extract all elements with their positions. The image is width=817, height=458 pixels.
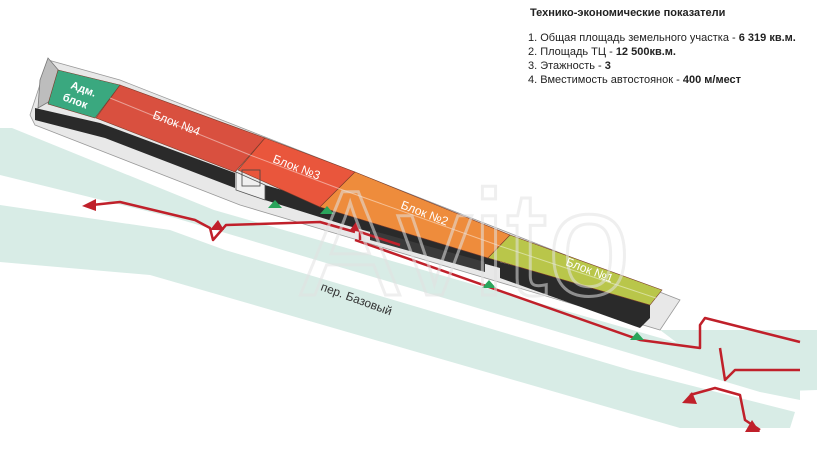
road-strip-upper — [0, 128, 800, 400]
indicator-row: 2. Площадь ТЦ - 12 500кв.м. — [528, 45, 813, 59]
arrow-lower-icon — [682, 392, 697, 404]
roof-ridge — [109, 97, 657, 299]
arrow-left-icon — [82, 199, 96, 211]
indicator-label: 2. Площадь ТЦ - — [528, 46, 616, 58]
block1-roof — [487, 234, 663, 306]
entrance-markers — [268, 200, 644, 340]
facade-right — [500, 262, 650, 328]
indicator-row: 3. Этажность - 3 — [528, 59, 813, 73]
roof-blocks — [47, 69, 663, 306]
adm-block-roof — [47, 69, 121, 119]
facade-mid2 — [370, 230, 485, 272]
indicator-value: 6 319 кв.м. — [738, 32, 796, 44]
route-left — [91, 200, 356, 242]
route-arrows — [82, 199, 760, 432]
route-right — [718, 347, 800, 382]
entrance-marker-2 — [320, 206, 334, 214]
indicator-label: 1. Общая площадь земельного участка - — [528, 32, 739, 44]
atrium-grid — [241, 169, 261, 187]
arrow-top-icon — [210, 220, 224, 230]
watermark: Avito — [300, 159, 631, 327]
entrance-marker-3 — [482, 280, 496, 288]
indicator-label: 4. Вместимость автостоянок - — [528, 74, 683, 86]
indicator-row: 1. Общая площадь земельного участка - 6 … — [528, 31, 813, 45]
indicator-row: 4. Вместимость автостоянок - 400 м/мест — [528, 73, 813, 87]
entrance-marker-1 — [268, 200, 282, 208]
indicators-title: Технико-экономические показатели — [530, 7, 726, 19]
facade-left — [35, 108, 235, 188]
route-bottom — [689, 386, 761, 432]
arrow-mid-icon — [350, 222, 360, 232]
arrow-bottom-icon — [745, 420, 760, 432]
indicator-value: 12 500кв.м. — [615, 46, 676, 58]
indicator-value: 3 — [604, 60, 611, 72]
road-strip-lower — [0, 205, 795, 428]
indicator-label: 3. Этажность - — [528, 60, 605, 72]
entrance-marker-4 — [630, 332, 644, 340]
block4-roof — [95, 84, 266, 173]
indicator-value: 400 м/мест — [682, 74, 742, 86]
route-main — [354, 238, 801, 350]
technical-indicators-panel: Технико-экономические показатели 1. Обща… — [528, 6, 813, 87]
